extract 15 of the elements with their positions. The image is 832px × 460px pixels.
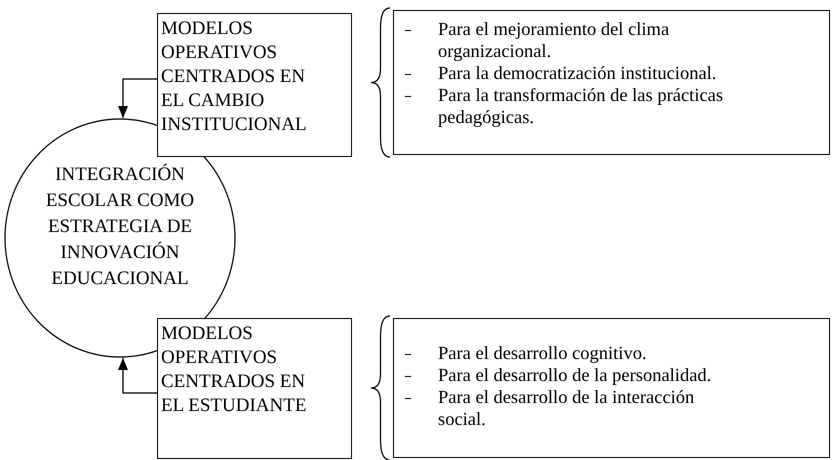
list-box: [393, 318, 830, 458]
model-box: [157, 318, 352, 459]
list-box: [393, 10, 830, 155]
model-title: MODELOS OPERATIVOS CENTRADOS EN EL ESTUDIANTE: [161, 322, 308, 418]
model-title: MODELOS OPERATIVOS CENTRADOS EN EL CAMBIO INSTITUCIONAL: [161, 17, 308, 137]
list-item: Para la democratización institucional.: [438, 64, 716, 84]
arrow: [118, 78, 157, 118]
arrow: [118, 358, 157, 394]
list-item: Para el desarrollo de la personalidad.: [438, 366, 712, 386]
concept-text: INTEGRACIÓN ESCOLAR COMO ESTRATEGIA DE INNOVACIÓN EDUCACIONAL: [44, 162, 196, 291]
list-item: Para el desarrollo de la interacción social.: [438, 388, 694, 430]
list-item: Para el mejoramiento del clima organizacional.: [438, 20, 670, 62]
list-item: Para la transformación de las prácticas pedagógicas.: [438, 86, 724, 128]
list-item: Para el desarrollo cognitivo.: [438, 344, 647, 364]
model-box: [157, 13, 352, 157]
